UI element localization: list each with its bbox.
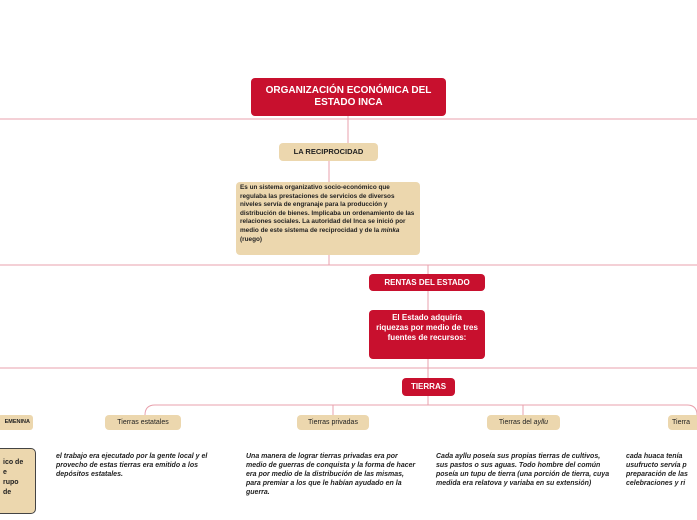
note-tierras-ayllu: Cada ayllu poseía sus propias tierras de… — [436, 453, 610, 487]
rentas-desc: El Estado adquiría riquezas por medio de… — [376, 313, 478, 342]
left-cut-line: rupo — [3, 479, 19, 486]
branch-tierras-ayllu[interactable]: Tierras del ayllu — [487, 415, 560, 430]
left-cut-line: de — [3, 489, 12, 496]
reciprocidad-topic[interactable]: LA RECIPROCIDAD — [279, 143, 378, 161]
rentas-topic[interactable]: RENTAS DEL ESTADO — [369, 274, 485, 291]
reciprocidad-description[interactable]: Es un sistema organizativo socio-económi… — [236, 182, 420, 255]
branch-label: Tierra — [672, 419, 691, 426]
left-cut-line: e — [3, 469, 7, 476]
branch-label: Tierras privadas — [308, 419, 358, 426]
note-tierras-privadas: Una manera de lograr tierras privadas er… — [246, 453, 416, 496]
reciprocidad-title: LA RECIPROCIDAD — [293, 147, 364, 156]
left-cut-box[interactable]: ico de e rupo de — [0, 448, 36, 514]
minka-term: minka — [381, 226, 400, 234]
root-topic[interactable]: ORGANIZACIÓN ECONÓMICA DEL ESTADO INCA — [251, 78, 446, 116]
reciprocidad-text: Es un sistema organizativo socio-económi… — [240, 184, 415, 234]
branch-label: Tierras del — [498, 419, 534, 426]
branch-tierras-estatales[interactable]: Tierras estatales — [105, 415, 181, 430]
reciprocidad-text-end: (ruego) — [240, 235, 263, 243]
branch-label: Tierras estatales — [117, 419, 169, 426]
note-tierras-huaca: cada huaca tenía usufructo servía p prep… — [626, 453, 688, 487]
rentas-description[interactable]: El Estado adquiría riquezas por medio de… — [369, 310, 485, 359]
ayllu-term: ayllu — [533, 419, 549, 426]
tierras-title: TIERRAS — [410, 382, 447, 391]
note-tierras-estatales: el trabajo era ejecutado por la gente lo… — [56, 453, 208, 478]
branch-tierras-privadas[interactable]: Tierras privadas — [297, 415, 369, 430]
tierras-topic[interactable]: TIERRAS — [402, 378, 455, 396]
left-cut-line: ico de — [3, 459, 24, 466]
root-title: ORGANIZACIÓN ECONÓMICA DEL ESTADO INCA — [265, 85, 432, 108]
left-cut-topic[interactable]: EMENINA — [0, 415, 33, 430]
rentas-title: RENTAS DEL ESTADO — [384, 278, 470, 287]
left-cut-label: EMENINA — [4, 419, 30, 425]
branch-tierras-huaca[interactable]: Tierra — [668, 415, 697, 430]
